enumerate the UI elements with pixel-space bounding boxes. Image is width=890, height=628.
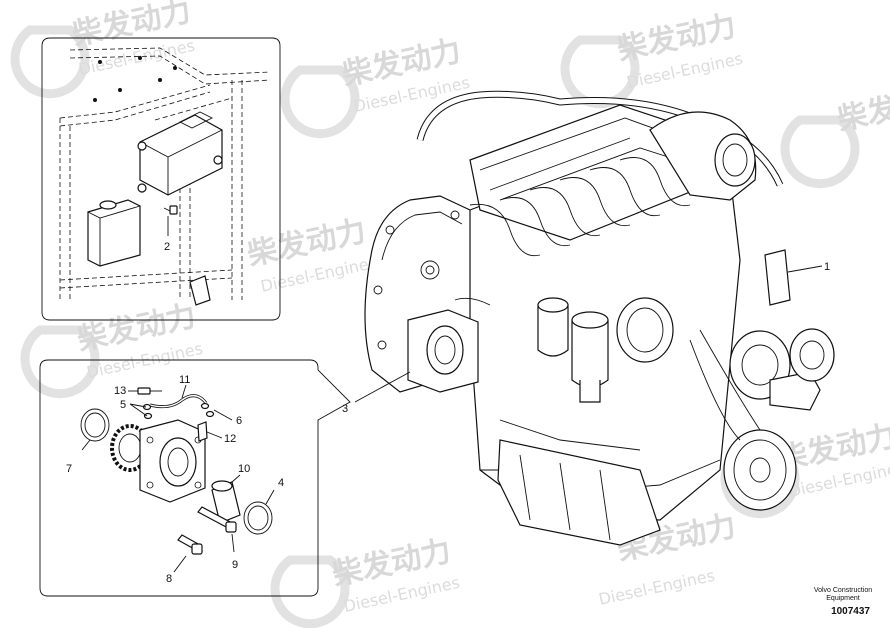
callout-10: 10: [238, 463, 250, 475]
callout-11: 11: [179, 374, 190, 386]
company-name: Volvo Construction Equipment: [808, 587, 878, 603]
callout-7: 7: [66, 463, 72, 475]
callout-13: 13: [114, 385, 126, 397]
callout-12: 12: [224, 433, 236, 445]
engine-assembly: [364, 90, 835, 546]
watermark-cn: 柴发动力: [834, 79, 890, 138]
company-line-2: Equipment: [826, 595, 860, 602]
detail-box-pump: 13 5 11 6 12 7 10 4 9 8: [39, 359, 351, 597]
callout-1: 1: [824, 261, 830, 273]
detail-box-control-unit: 2: [41, 37, 281, 321]
document-number: 1007437: [831, 606, 870, 617]
callout-6: 6: [236, 415, 242, 427]
callout-3: 3: [342, 403, 348, 415]
callout-2: 2: [164, 241, 170, 253]
leader-1: [787, 265, 823, 273]
fuel-filter: [537, 297, 609, 403]
fan-hub: [789, 328, 835, 382]
callout-8: 8: [166, 573, 172, 585]
company-line-1: Volvo Construction: [813, 587, 873, 594]
callout-9: 9: [232, 559, 238, 571]
callout-4: 4: [278, 477, 284, 489]
callout-5: 5: [120, 399, 126, 411]
leader-3: [354, 371, 411, 403]
watermark-en: Diesel-Engines: [597, 566, 717, 609]
crankshaft-pulley: [723, 429, 797, 511]
